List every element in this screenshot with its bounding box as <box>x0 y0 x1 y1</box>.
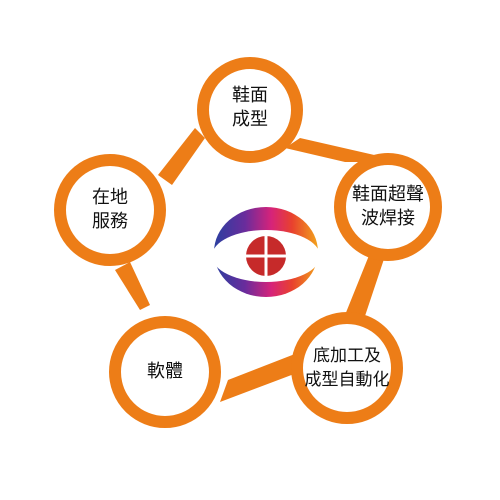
ring-bottom <box>291 312 403 424</box>
ring-ultrasonic <box>334 153 442 261</box>
node-forming-line-1: 鞋面 <box>232 85 268 106</box>
node-ultrasonic-label: 鞋面超聲 波焊接 <box>352 183 424 231</box>
ring-forming <box>197 57 303 163</box>
node-ultrasonic-line-1: 鞋面超聲 <box>352 184 424 205</box>
arm-left-bottom <box>115 262 150 310</box>
node-rings <box>54 57 442 428</box>
ring-software <box>109 316 221 428</box>
node-local-line-1: 在地 <box>92 187 128 208</box>
node-forming-line-2: 成型 <box>232 109 268 130</box>
node-software-label: 軟體 <box>147 360 183 384</box>
node-local-label: 在地 服務 <box>92 186 128 234</box>
arm-bottom-left <box>220 352 310 402</box>
eye-logo-icon <box>212 207 320 297</box>
node-bottom-line-2: 成型自動化 <box>304 370 390 390</box>
ring-local <box>54 154 166 266</box>
node-bottom-label: 底加工及 成型自動化 <box>305 344 390 392</box>
node-software-line-1: 軟體 <box>147 361 183 382</box>
node-ultrasonic-line-2: 波焊接 <box>361 208 415 229</box>
arm-left-top <box>158 128 205 185</box>
node-local-line-2: 服務 <box>92 211 128 232</box>
node-forming-label: 鞋面 成型 <box>232 84 268 132</box>
arm-right-bottom <box>345 248 387 325</box>
node-bottom-line-1: 底加工及 <box>313 346 381 366</box>
